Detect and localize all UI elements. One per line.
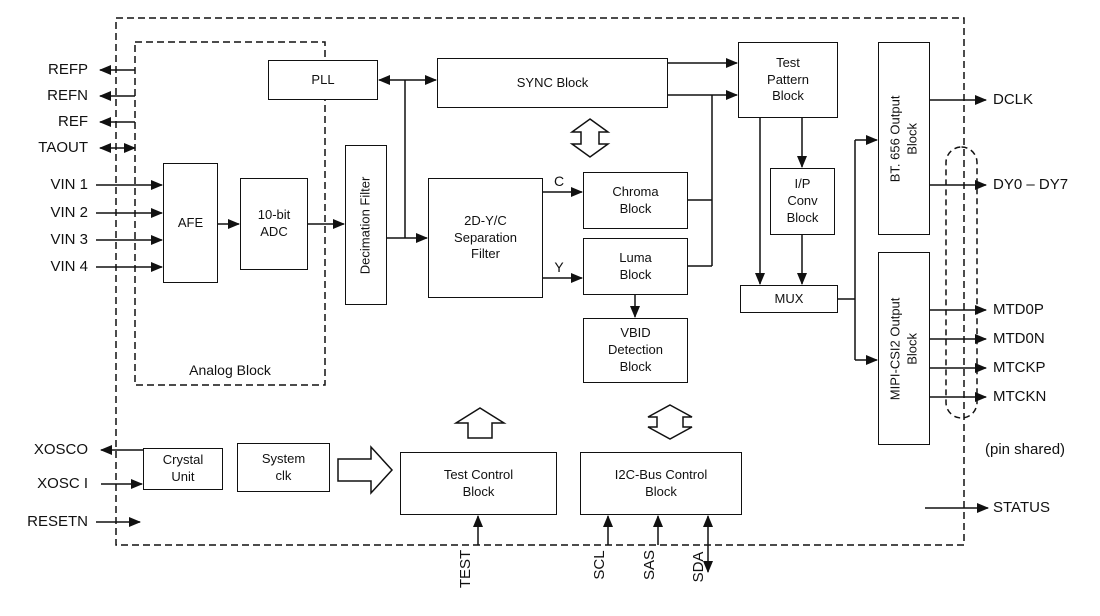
updown-arrow-i2c-icon [647,404,693,440]
pin-label-scl: SCL [591,550,608,580]
pin-label-vin4: VIN 4 [50,258,88,275]
test-pattern-label: Test Pattern Block [767,54,809,104]
crystal-unit-block: Crystal Unit [143,448,223,490]
signal-label-y: Y [554,259,564,275]
decimation-filter-block: Decimation Filter [345,145,387,305]
chroma-label: Chroma Block [612,183,659,216]
pin-label-resetn: RESETN [27,513,88,530]
pin-label-xosco: XOSCO [33,441,88,458]
up-arrow-test-control-icon [453,407,507,439]
sync-block: SYNC Block [437,58,668,108]
pin-label-dclk: DCLK [993,91,1034,108]
ip-conv-label: I/P Conv Block [786,176,819,225]
bt656-output-block: BT. 656 Output Block [878,42,930,235]
afe-label: AFE [177,214,204,230]
adc-label: 10-bit ADC [257,207,291,239]
pin-label-vin1: VIN 1 [50,176,88,193]
right-arrow-clock-icon [337,445,394,495]
pin-label-sda: SDA [690,551,707,583]
pin-label-mtd0p: MTD0P [993,301,1044,318]
mux-block: MUX [740,285,838,313]
pin-label-refn: REFN [47,87,88,104]
yc-separation-block: 2D-Y/C Separation Filter [428,178,543,298]
pin-label-mtckp: MTCKP [993,359,1046,376]
crystal-unit-label: Crystal Unit [162,452,204,484]
pll-label: PLL [311,71,335,87]
vbid-detection-label: VBID Detection Block [608,325,663,374]
test-pattern-block: Test Pattern Block [738,42,838,118]
pin-label-vin2: VIN 2 [50,204,88,221]
decimation-filter-label: Decimation Filter [357,176,373,274]
luma-block: Luma Block [583,238,688,295]
system-clk-block: System clk [237,443,330,492]
analog-block-label: Analog Block [189,362,271,378]
pin-label-mtckn: MTCKN [993,388,1047,405]
updown-arrow-sync-icon [569,118,611,158]
mux-label: MUX [774,290,804,306]
luma-label: Luma Block [619,249,652,282]
pin-label-mtd0n: MTD0N [993,330,1045,347]
chip-boundary [115,17,965,546]
pin-shared-note: (pin shared) [985,441,1066,458]
mipi-output-label: MIPI-CSI2 Output Block [887,297,919,400]
adc-block: 10-bit ADC [240,178,308,270]
yc-separation-label: 2D-Y/C Separation Filter [454,212,517,262]
pin-label-status: STATUS [993,499,1050,516]
mipi-output-block: MIPI-CSI2 Output Block [878,252,930,445]
test-control-block: Test Control Block [400,452,557,515]
test-control-label: Test Control Block [443,466,514,499]
pin-label-dy: DY0 – DY7 [993,176,1069,193]
pin-label-test: TEST [457,549,474,589]
i2c-control-block: I2C-Bus Control Block [580,452,742,515]
pin-shared-capsule [945,146,978,419]
pin-label-ref: REF [58,113,88,130]
pll-block: PLL [268,60,378,100]
vbid-detection-block: VBID Detection Block [583,318,688,383]
ip-conv-block: I/P Conv Block [770,168,835,235]
pin-label-vin3: VIN 3 [50,231,88,248]
pin-label-xosci: XOSC I [37,475,88,492]
pin-label-sas: SAS [641,550,658,581]
sync-label: SYNC Block [516,74,589,90]
system-clk-label: System clk [261,450,306,483]
pin-label-refp: REFP [47,61,88,78]
i2c-control-label: I2C-Bus Control Block [614,466,708,499]
afe-block: AFE [163,163,218,283]
bt656-output-label: BT. 656 Output Block [887,95,919,182]
pin-label-taout: TAOUT [38,139,88,156]
chroma-block: Chroma Block [583,172,688,229]
signal-label-c: C [553,173,565,189]
